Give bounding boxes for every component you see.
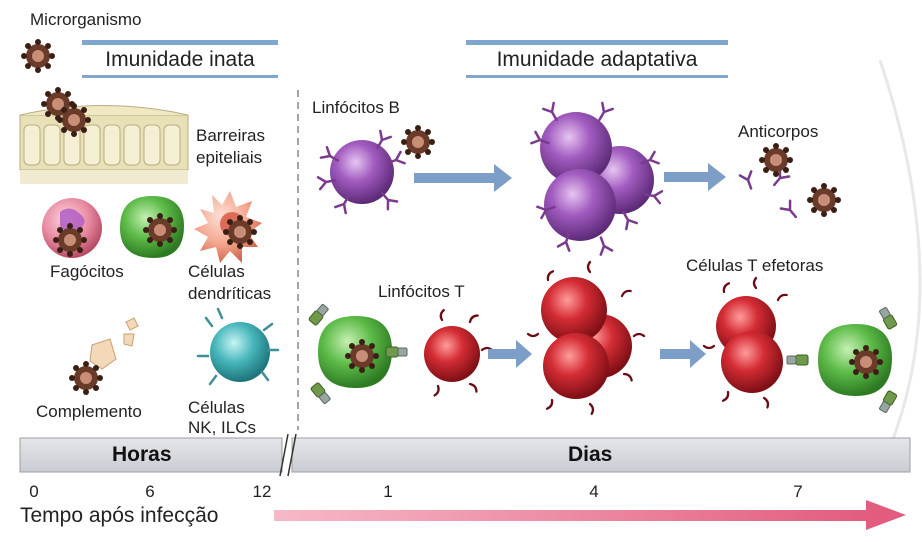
barreiras-label-1: Barreiras xyxy=(196,126,265,145)
microorganism-label: Microrganismo xyxy=(30,10,142,29)
dendritic-label-2: dendríticas xyxy=(188,284,272,303)
arrow-b-antibodies xyxy=(664,163,726,191)
t-cell-cluster-icon xyxy=(526,260,646,415)
epithelial-barrier-icon xyxy=(19,87,189,184)
t-lymphocyte-icon xyxy=(424,308,494,398)
adaptive-immunity-box: Imunidade adaptativa xyxy=(466,40,728,78)
dendritic-label-1: Células xyxy=(188,262,245,281)
arrow-t-proliferation xyxy=(488,340,532,368)
tick-0: 0 xyxy=(29,482,39,501)
tick-7-days: 7 xyxy=(793,482,803,501)
time-axis-label: Tempo após infecção xyxy=(20,504,219,527)
dias-label: Dias xyxy=(568,443,613,466)
antigen-presenting-cell-icon xyxy=(307,302,408,406)
tick-1-day: 1 xyxy=(383,482,393,501)
b-lymphocyte-icon xyxy=(316,125,435,215)
barreiras-label-2: epiteliais xyxy=(196,148,263,167)
tick-12: 12 xyxy=(252,482,272,501)
nk-label-1: Células xyxy=(188,398,245,417)
tick-6: 6 xyxy=(145,482,155,501)
nk-label-2: NK, ILCs xyxy=(188,418,257,437)
anticorpos-label: Anticorpos xyxy=(738,122,819,141)
arrow-t-effector xyxy=(660,340,706,368)
time-arrow xyxy=(274,500,906,530)
tick-4-days: 4 xyxy=(589,482,599,501)
complement-icon xyxy=(69,317,139,395)
target-cell-icon xyxy=(786,306,898,414)
microorganism-icon xyxy=(21,39,55,73)
celulas-t-efetoras-label: Células T efetoras xyxy=(686,256,824,275)
horas-label: Horas xyxy=(112,443,172,466)
b-cell-cluster-icon xyxy=(530,101,664,256)
timeline-bar xyxy=(19,433,911,477)
phagocyte-macrophage-icon xyxy=(120,196,184,258)
linfocitos-t-label: Linfócitos T xyxy=(378,282,465,301)
effector-t-cells-icon xyxy=(702,276,788,409)
linfocitos-b-label: Linfócitos B xyxy=(312,98,400,117)
innate-immunity-box: Imunidade inata xyxy=(82,40,278,78)
arrow-b-proliferation xyxy=(414,164,512,192)
complemento-label: Complemento xyxy=(36,402,142,421)
phagocyte-neutrophil-icon xyxy=(42,198,102,258)
nk-cell-icon xyxy=(196,307,280,386)
dendritic-cell-icon xyxy=(194,191,262,263)
fagocitos-label: Fagócitos xyxy=(50,262,124,281)
antibodies-icon xyxy=(738,143,841,223)
